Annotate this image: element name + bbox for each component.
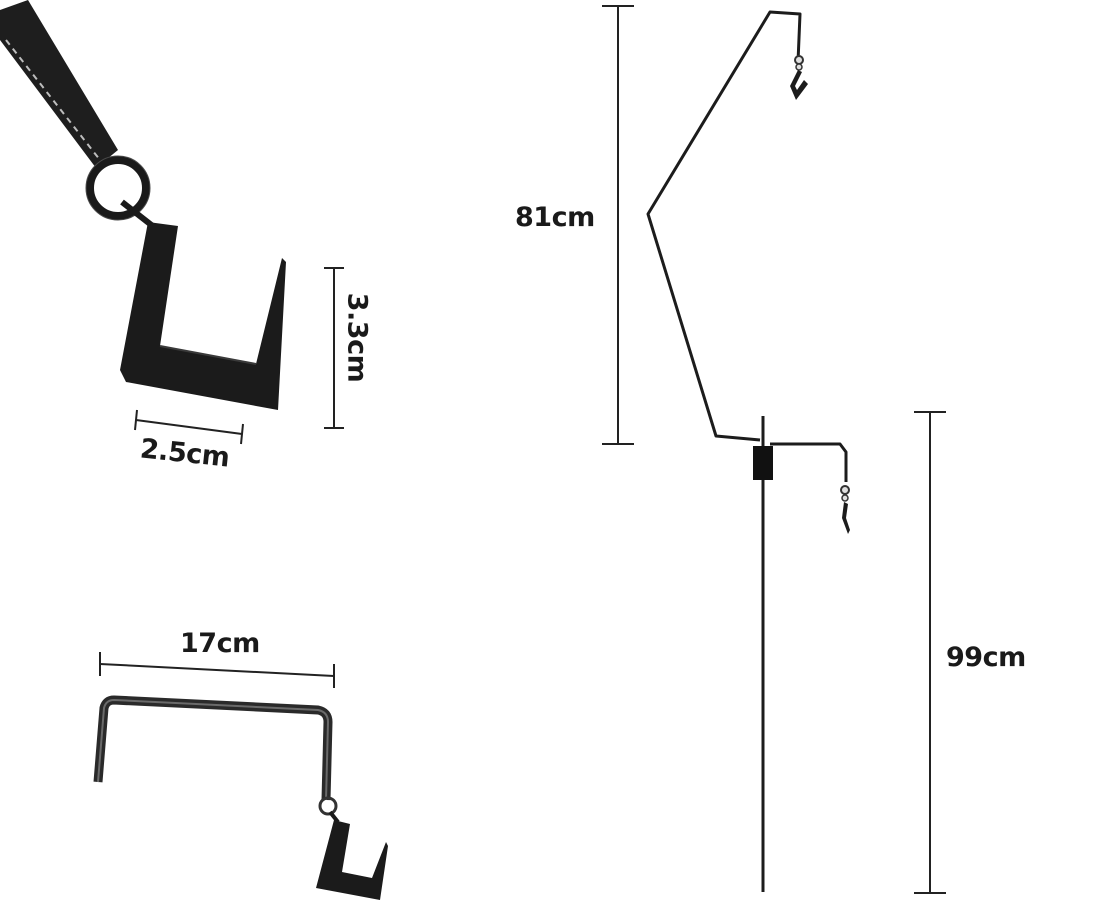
- shepherd-hook-graphic: [646, 10, 850, 892]
- hook-height-label: 3.3cm: [341, 292, 373, 383]
- bracket-length-label: 17cm: [180, 628, 260, 659]
- dim-line-hook-height: [324, 267, 344, 429]
- hook-closeup: [0, 0, 286, 410]
- strap-stitching: [5, 39, 101, 161]
- stake-height-label: 99cm: [946, 642, 1026, 673]
- flat-hook-graphic: [120, 222, 286, 410]
- clamp-graphic: [753, 446, 773, 480]
- top-hook-graphic: [790, 70, 808, 100]
- dim-line-stake: [914, 411, 946, 894]
- upper-arm-height-label: 81cm: [515, 202, 595, 233]
- bracket-graphic: [93, 695, 388, 900]
- dim-line-bracket-length: [99, 652, 335, 688]
- strap-graphic: [0, 0, 118, 168]
- dim-line-hook-width: [134, 409, 244, 445]
- side-hook-graphic: [842, 502, 850, 534]
- dim-line-upper-arm: [602, 5, 634, 445]
- ring-graphic: [86, 156, 150, 220]
- small-hook-graphic: [316, 820, 388, 900]
